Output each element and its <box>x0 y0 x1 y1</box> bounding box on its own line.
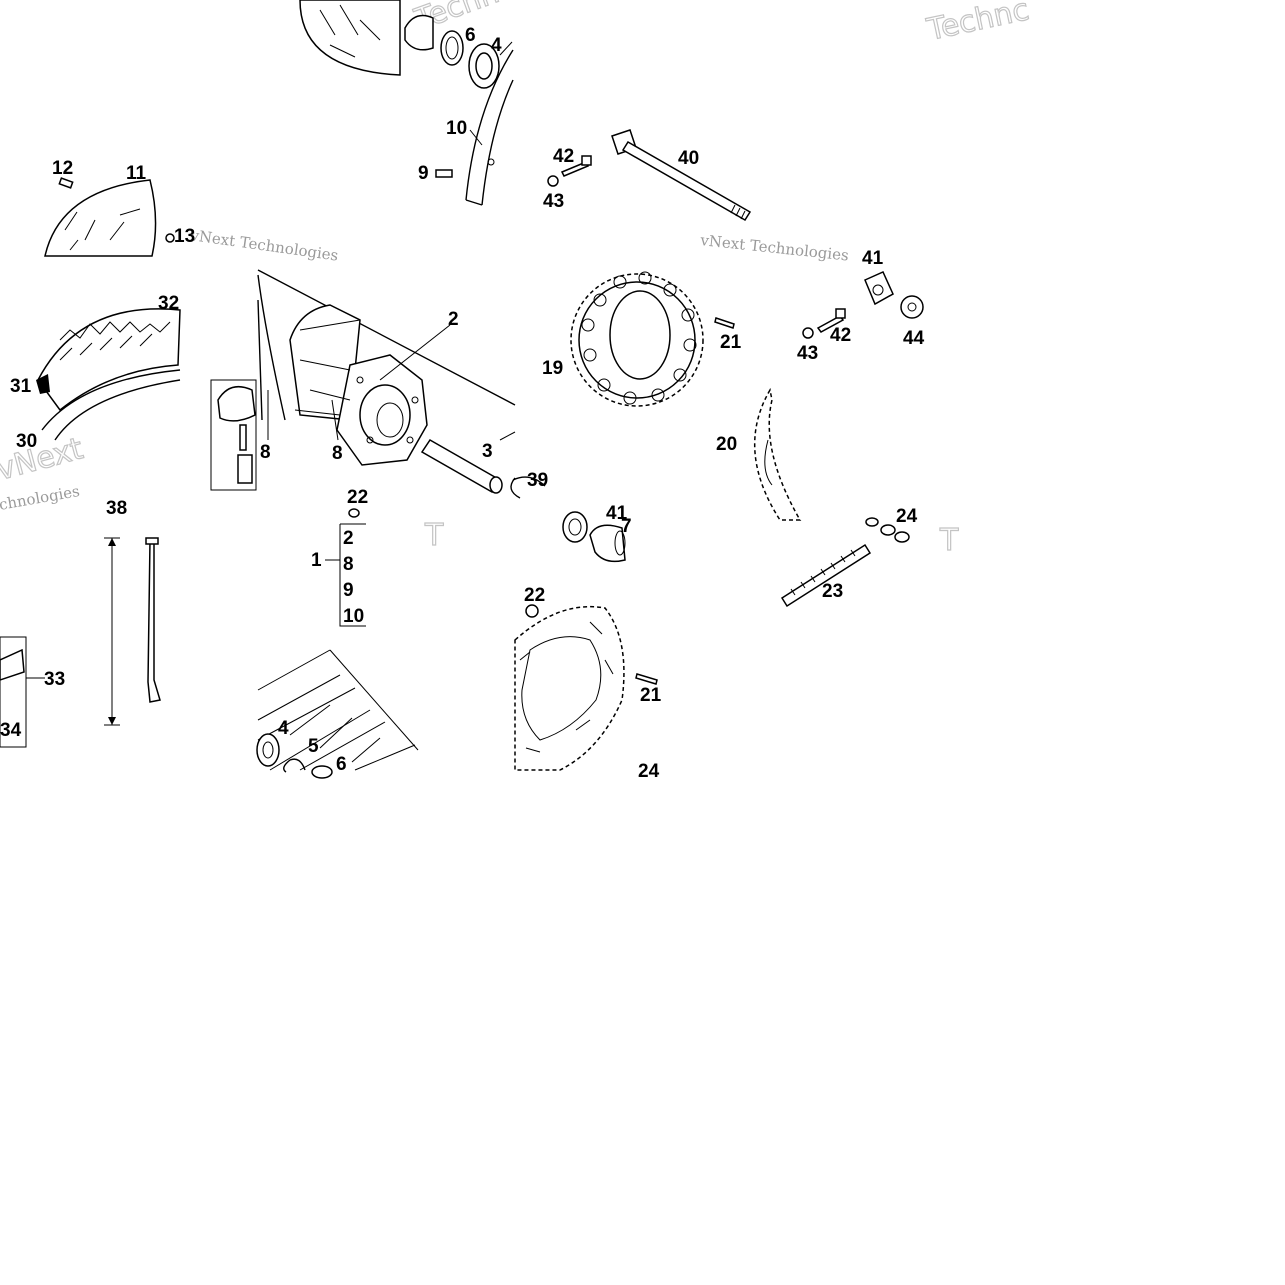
bearing-4 <box>468 43 500 89</box>
axle-40 <box>611 129 752 222</box>
callout-7: 7 <box>621 516 632 537</box>
callout-19: 19 <box>542 358 563 379</box>
sprocket-20 <box>753 387 802 521</box>
callout-42-top: 42 <box>553 146 574 167</box>
callout-21-lower: 21 <box>640 685 662 706</box>
callout-43-top: 43 <box>543 191 564 212</box>
callout-9-top: 9 <box>418 163 429 184</box>
nut-22-mid <box>348 508 360 518</box>
callout-42-right: 42 <box>830 325 851 346</box>
watermark-vnext-left: vNext <box>0 431 87 488</box>
callout-20: 20 <box>716 434 737 455</box>
leader-lines <box>267 41 516 763</box>
callout-8-right: 8 <box>332 443 343 464</box>
seal-6 <box>440 30 464 66</box>
callout-32: 32 <box>158 293 179 314</box>
sprocket-19 <box>570 271 704 407</box>
watermark-chnologies: chnologies <box>0 482 81 514</box>
spoke-nipple-inset <box>210 379 257 491</box>
seal-41 <box>562 511 588 543</box>
watermark-techno-top-right: Technc <box>923 0 1032 48</box>
chain-adjuster-41 <box>864 271 894 306</box>
bolt-42-top <box>560 155 592 177</box>
bolt-42-right <box>816 308 846 333</box>
bolt-21-top <box>714 317 735 329</box>
kit-item-9: 9 <box>343 580 354 601</box>
callout-11: 11 <box>126 163 147 184</box>
callout-31: 31 <box>10 376 32 397</box>
callout-34: 34 <box>0 720 22 741</box>
brake-disc-upper <box>299 0 401 76</box>
callout-23: 23 <box>822 581 843 602</box>
kit-item-8: 8 <box>343 554 354 575</box>
watermark-t-2: T <box>939 523 959 558</box>
valve-inset-33-34 <box>0 636 45 748</box>
kit-group-bracket <box>325 523 366 627</box>
rim-10-upper <box>465 49 514 206</box>
sprocket-lower <box>514 605 625 771</box>
callout-6-lower: 6 <box>336 754 347 775</box>
chain-23 <box>780 543 872 608</box>
callout-2: 2 <box>448 309 459 330</box>
callout-1: 1 <box>311 550 322 571</box>
callout-6-top: 6 <box>465 25 476 46</box>
callout-24-right: 24 <box>896 506 918 527</box>
circlip-5 <box>283 758 306 773</box>
callout-44: 44 <box>903 328 925 349</box>
callout-24-lower: 24 <box>638 761 660 782</box>
callout-4-lower: 4 <box>278 718 289 739</box>
nipple-9 <box>435 169 453 178</box>
callout-5: 5 <box>308 736 319 757</box>
seal-6-lower <box>311 765 333 779</box>
callout-22-mid: 22 <box>347 487 368 508</box>
spoke-38 <box>104 537 161 726</box>
callout-labels: 6 4 10 9 12 11 13 42 40 43 41 32 2 31 30… <box>0 25 925 782</box>
callout-12: 12 <box>52 158 73 179</box>
watermark-vnext-1: vNext Technologies <box>188 226 339 265</box>
circlip-39 <box>510 476 546 499</box>
tire-32 <box>37 308 181 412</box>
callout-4-top: 4 <box>491 35 502 56</box>
master-link-24-top <box>865 517 910 543</box>
brake-disc-11 <box>44 179 175 257</box>
tube-31 <box>36 374 50 394</box>
callout-38: 38 <box>106 498 127 519</box>
rim-flap-30 <box>41 369 181 441</box>
callout-10-top: 10 <box>446 118 467 139</box>
callout-8-left: 8 <box>260 442 271 463</box>
callout-39: 39 <box>527 470 548 491</box>
nut-22-lower <box>525 604 539 618</box>
callout-3: 3 <box>482 441 493 462</box>
callout-33: 33 <box>44 669 65 690</box>
callout-40: 40 <box>678 148 699 169</box>
spacer-7 <box>589 524 626 563</box>
hub-assembly-2 <box>257 269 516 466</box>
kit-item-2: 2 <box>343 528 354 549</box>
bolt-21-lower <box>635 673 658 685</box>
kit-item-10: 10 <box>343 606 364 627</box>
callout-30: 30 <box>16 431 37 452</box>
spacer-tube-3 <box>420 439 503 494</box>
bearing-4-lower <box>256 733 280 767</box>
callout-21-top: 21 <box>720 332 742 353</box>
rim-lower <box>257 649 419 771</box>
nut-44 <box>900 295 924 319</box>
watermark-t-1: T <box>424 518 444 553</box>
callout-22-lower: 22 <box>524 585 545 606</box>
watermark-vnext-2: vNext Technologies <box>699 231 850 265</box>
callout-41-right: 41 <box>862 248 884 269</box>
callout-43-right: 43 <box>797 343 818 364</box>
nut-43-top <box>547 175 559 187</box>
bolt-12 <box>58 177 74 189</box>
nut-43-right <box>802 327 814 339</box>
callout-41-mid: 41 <box>606 503 628 524</box>
callout-13: 13 <box>174 226 195 247</box>
spacer-upper <box>404 14 434 51</box>
